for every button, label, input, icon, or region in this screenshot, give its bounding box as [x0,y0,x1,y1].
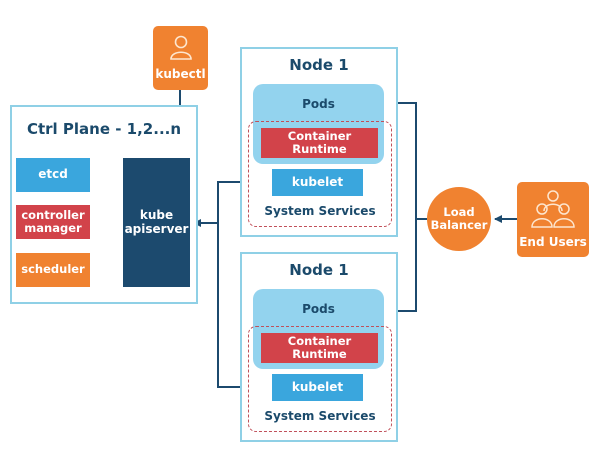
node-title-2: Node 1 [289,261,349,279]
etcd-box: etcd [16,158,90,192]
users-group-icon [531,190,575,228]
system-services-label-1: System Services [264,204,376,218]
container-runtime-box-1: Container Runtime [261,128,378,158]
pods-label-1: Pods [302,97,335,111]
controller-manager-box: controller manager [16,205,90,239]
lb-to-node1-pods-arrow [388,99,417,219]
end-users-box: End Users [517,182,589,257]
kubelet-box-2: kubelet [272,374,363,401]
kube-apiserver-box: kube apiserver [123,158,190,287]
load-balancer-circle: Load Balancer [427,187,491,251]
node-title-1: Node 1 [289,56,349,74]
kubectl-label: kubectl [155,67,206,82]
system-services-dashed-2 [248,326,392,432]
system-services-dashed-1 [248,121,392,227]
control-plane-title: Ctrl Plane - 1,2...n [26,120,182,138]
system-services-label-2: System Services [264,409,376,423]
lb-to-node2-pods-arrow [388,219,417,315]
container-runtime-box-2: Container Runtime [261,333,378,363]
pods-label-2: Pods [302,302,335,316]
kubelet-box-1: kubelet [272,169,363,196]
user-icon [170,35,192,60]
end-users-label: End Users [519,235,587,250]
kubectl-box: kubectl [153,26,208,90]
scheduler-box: scheduler [16,253,90,287]
